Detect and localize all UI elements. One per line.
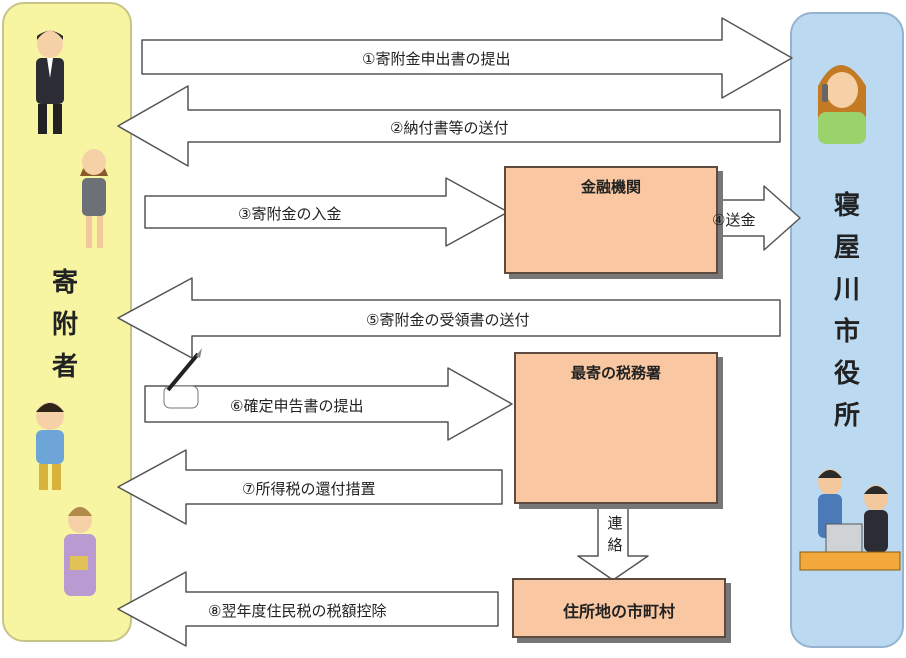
tax-office-box: 最寄の税務署 xyxy=(514,352,718,504)
step-6-label: ⑥確定申告書の提出 xyxy=(230,397,364,415)
step-2-label: ②納付書等の送付 xyxy=(390,119,509,137)
arrow-step-7 xyxy=(117,449,503,525)
step-1-label: ①寄附金申出書の提出 xyxy=(362,50,511,68)
bank-box: 金融機関 xyxy=(504,166,718,274)
contact-label-char: 連 xyxy=(607,514,623,532)
step-8-label: ⑧翌年度住民税の税額控除 xyxy=(208,602,387,620)
boy-icon xyxy=(36,402,64,490)
woman-icon xyxy=(64,507,96,596)
municipality-title: 住所地の市町村 xyxy=(562,602,675,621)
tax-office-title: 最寄の税務署 xyxy=(570,364,661,382)
arrow-renraku xyxy=(577,495,649,581)
arrow-step-5 xyxy=(117,277,781,359)
donor-label-char: 者 xyxy=(51,352,78,382)
arrow-step-2 xyxy=(117,85,781,167)
pen-hand-icon xyxy=(163,348,202,409)
city-label-char: 川 xyxy=(833,275,860,305)
arrow-step-6 xyxy=(144,367,513,441)
donor-label-char: 附 xyxy=(51,310,78,340)
office-staff-icon xyxy=(799,469,901,571)
step-7-label: ⑦所得税の還付措置 xyxy=(242,480,376,498)
step-3-label: ③寄附金の入金 xyxy=(238,205,342,223)
municipality-box: 住所地の市町村 xyxy=(512,578,726,638)
businesswoman-icon xyxy=(80,149,108,248)
city-label-char: 役 xyxy=(833,359,860,389)
city-label-char: 屋 xyxy=(833,233,860,263)
arrow-step-8 xyxy=(117,571,499,647)
contact-label: 連 絡 xyxy=(604,512,626,556)
contact-label-char: 絡 xyxy=(607,536,623,554)
city-label-char: 市 xyxy=(833,317,860,347)
step-4-label: ④送金 xyxy=(712,211,756,229)
businessman-icon xyxy=(36,30,64,134)
step-5-label: ⑤寄附金の受領書の送付 xyxy=(366,311,530,329)
donor-label-char: 寄 xyxy=(51,268,78,298)
city-label-char: 所 xyxy=(833,401,860,431)
city-office-label: 寝 屋 川 市 役 所 xyxy=(790,185,904,437)
bank-title: 金融機関 xyxy=(580,178,641,196)
donor-label: 寄 附 者 xyxy=(0,262,130,388)
phone-operator-icon xyxy=(818,65,866,144)
arrow-step-3 xyxy=(144,177,509,247)
city-label-char: 寝 xyxy=(833,191,860,221)
arrow-step-1 xyxy=(141,17,793,99)
